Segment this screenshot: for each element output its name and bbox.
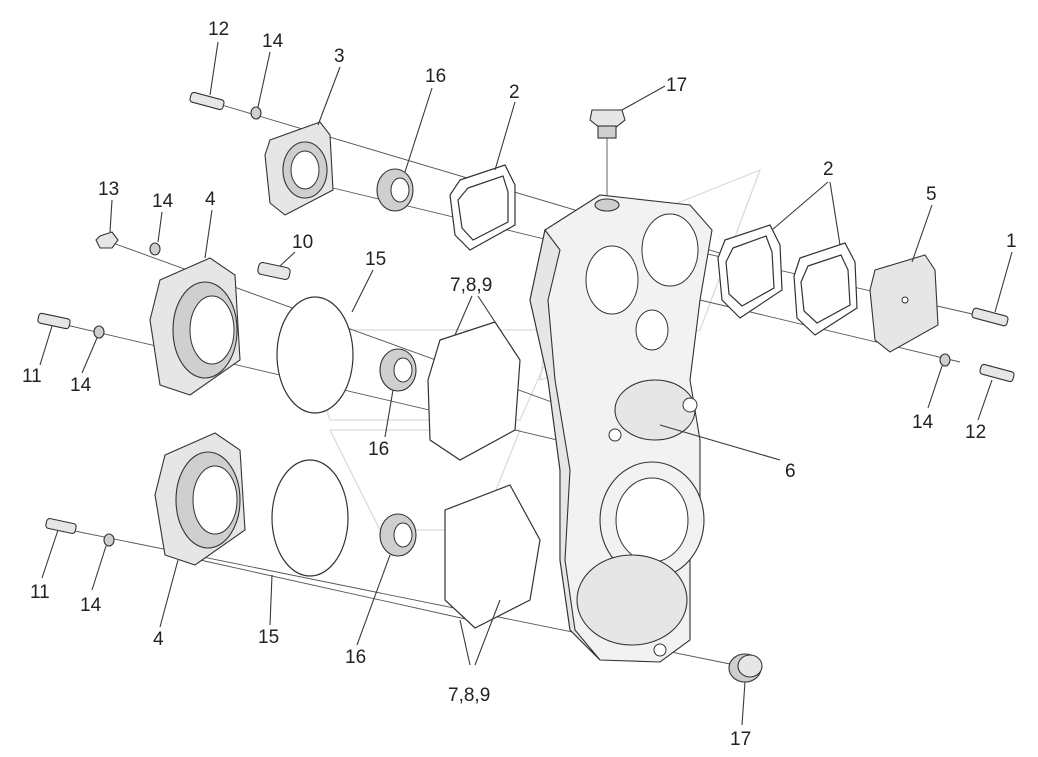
seals-16 — [376, 168, 417, 557]
plug-17-bottom — [728, 653, 763, 683]
callout-14-top: 14 — [262, 31, 284, 52]
callout-17-top: 17 — [666, 75, 688, 96]
callout-10: 10 — [292, 232, 314, 253]
callout-1: 1 — [1006, 231, 1017, 252]
callout-789-bottom: 7,8,9 — [448, 685, 491, 706]
callout-2-right: 2 — [823, 159, 834, 180]
callout-14-right: 14 — [912, 412, 934, 433]
callout-15-bottom: 15 — [258, 627, 280, 648]
cover-5 — [869, 254, 939, 353]
callout-16-mid: 16 — [368, 439, 390, 460]
callout-4-top: 4 — [205, 189, 216, 210]
shims-7-8-9 — [427, 321, 541, 629]
plug-17-top — [589, 109, 626, 139]
callout-14-bottom: 14 — [80, 595, 102, 616]
fasteners — [37, 91, 1015, 547]
callout-3: 3 — [334, 46, 345, 67]
callout-16-bottom: 16 — [345, 647, 367, 668]
pin-10 — [257, 261, 291, 281]
callout-12-right: 12 — [965, 422, 987, 443]
callout-14-mid: 14 — [152, 191, 174, 212]
callout-14-left: 14 — [70, 375, 92, 396]
gaskets-2 — [449, 164, 858, 336]
leader-lines — [39, 41, 1013, 726]
main-housing — [529, 194, 713, 663]
callout-15-top: 15 — [365, 249, 387, 270]
o-rings-15 — [271, 296, 354, 577]
callout-13: 13 — [98, 179, 120, 200]
flange-cover-4-top — [149, 257, 241, 396]
callout-17-bottom: 17 — [730, 729, 752, 750]
flange-cover-4-bottom — [154, 432, 246, 566]
callout-12-top: 12 — [208, 19, 230, 40]
callout-4-bottom: 4 — [153, 629, 164, 650]
callout-11-top: 11 — [22, 366, 42, 387]
callout-5: 5 — [926, 184, 937, 205]
callout-6: 6 — [785, 461, 796, 482]
callout-789-top: 7,8,9 — [450, 275, 493, 296]
callout-2-left: 2 — [509, 82, 520, 103]
cover-3 — [264, 121, 334, 216]
callout-16-top: 16 — [425, 66, 447, 87]
callout-11-bottom: 11 — [30, 582, 50, 603]
